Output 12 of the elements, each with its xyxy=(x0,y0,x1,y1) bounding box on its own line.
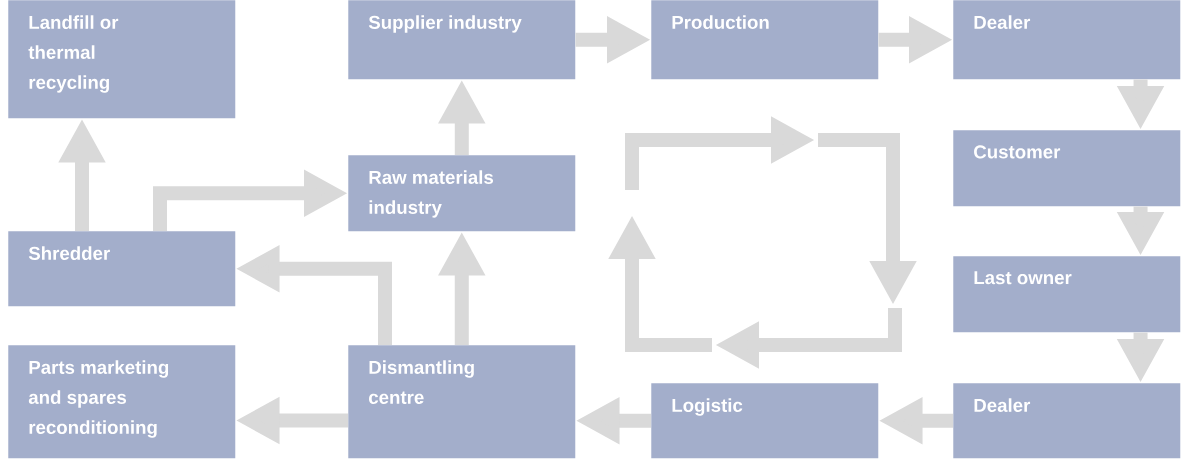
process-box: Production xyxy=(651,0,879,80)
process-box: Dismantling centre xyxy=(348,345,576,459)
process-box: Raw materials industry xyxy=(348,155,576,232)
process-box: Logistic xyxy=(651,383,879,459)
process-box: Shredder xyxy=(8,231,236,307)
process-box: Customer xyxy=(953,130,1181,207)
process-box: Supplier industry xyxy=(348,0,576,80)
process-box: Dealer xyxy=(953,383,1181,459)
process-box: Parts marketing and spares reconditioning xyxy=(8,345,236,459)
process-box: Dealer xyxy=(953,0,1181,80)
process-box: Last owner xyxy=(953,256,1181,333)
process-box: Landfill or thermal recycling xyxy=(8,0,236,119)
